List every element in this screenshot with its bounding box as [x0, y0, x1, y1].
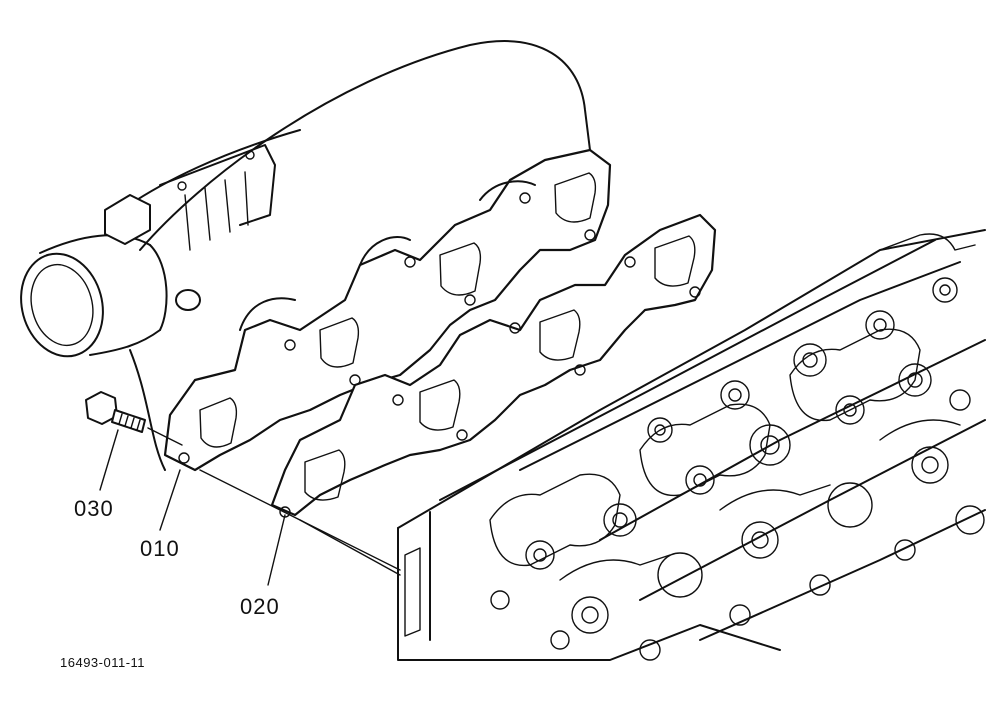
exhaust-manifold — [20, 40, 612, 472]
cylinder-head — [397, 229, 986, 661]
manifold-bolt — [85, 391, 146, 433]
exhaust-gasket — [270, 213, 717, 518]
callout-bolt: 030 — [74, 496, 114, 521]
callout-manifold: 010 — [140, 536, 180, 561]
callout-gasket: 020 — [240, 594, 280, 619]
manifold-outlet — [20, 234, 168, 358]
figure-number: 16493-011-11 — [60, 655, 146, 670]
leader-lines — [99, 427, 401, 586]
